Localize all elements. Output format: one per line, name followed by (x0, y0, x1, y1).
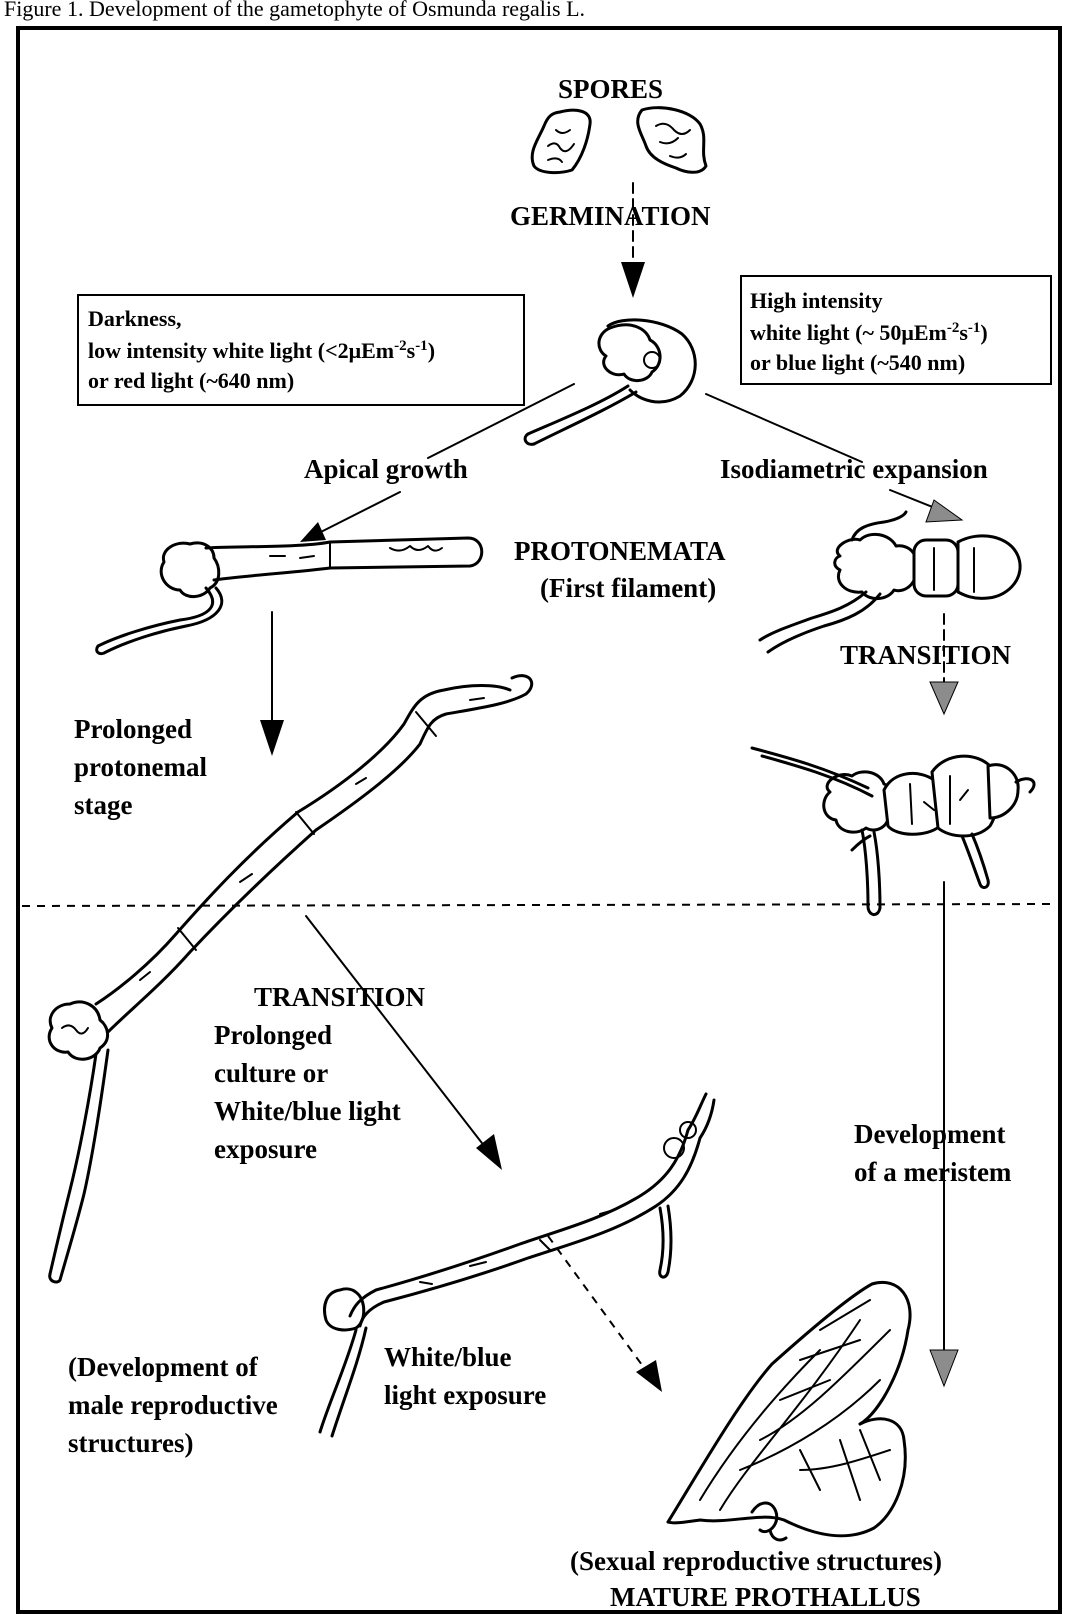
culture-label-2: culture or (214, 1058, 328, 1088)
prolonged-arrowhead (260, 720, 284, 756)
white-blue-arrowhead (636, 1360, 662, 1392)
light-conditions-box: High intensity white light (~ 50μEm-2s-1… (741, 276, 1051, 384)
dark-box-line3: or red light (~640 nm) (88, 368, 294, 393)
meristem-label-1: Development (854, 1119, 1005, 1149)
white-blue-label-1: White/blue (384, 1342, 512, 1372)
male-label-1: (Development of (68, 1352, 259, 1382)
mature-prothallus-icon (668, 1282, 910, 1539)
spore-right-icon (638, 108, 706, 173)
germination-label: GERMINATION (510, 201, 711, 231)
stage-separator-line (22, 904, 1056, 906)
dark-box-line2: low intensity white light (<2μEm-2s-1) (88, 338, 435, 363)
isodiametric-expansion-label: Isodiametric expansion (720, 454, 988, 484)
sexual-structures-label: (Sexual reproductive structures) (570, 1546, 942, 1576)
spore-left-icon (532, 110, 590, 172)
mature-prothallus-label: MATURE PROTHALLUS (610, 1582, 921, 1612)
prolonged-label-3: stage (74, 790, 132, 820)
protonemata-label: PROTONEMATA (514, 536, 726, 566)
prolonged-label-2: protonemal (74, 752, 207, 782)
apical-growth-label: Apical growth (304, 454, 468, 484)
culture-label-3: White/blue light (214, 1096, 401, 1126)
isodiametric-arrowhead (926, 500, 962, 522)
germination-arrowhead (621, 262, 645, 298)
meristem-label-2: of a meristem (854, 1157, 1012, 1187)
white-blue-label-2: light exposure (384, 1380, 546, 1410)
culture-label-1: Prolonged (214, 1020, 332, 1050)
dark-box-line1: Darkness, (88, 306, 182, 331)
culture-label-4: exposure (214, 1134, 317, 1164)
male-label-3: structures) (68, 1428, 193, 1458)
transition-right-label: TRANSITION (840, 640, 1012, 670)
white-blue-dashed-arrow (548, 1236, 650, 1376)
germinated-spore-icon (525, 320, 695, 444)
isodiametric-stage-icon (760, 512, 1020, 652)
light-box-line3: or blue light (~540 nm) (750, 350, 965, 375)
transition-right-arrowhead (930, 682, 958, 714)
transition-left-label: TRANSITION (254, 982, 426, 1012)
light-box-line1: High intensity (750, 288, 883, 313)
first-filament-label: (First filament) (540, 573, 716, 603)
meristem-arrowhead (930, 1350, 958, 1386)
male-label-2: male reproductive (68, 1390, 278, 1420)
dark-conditions-box: Darkness, low intensity white light (<2μ… (78, 295, 524, 405)
apical-growth-arrowhead (300, 522, 326, 542)
figure-caption: Figure 1. Development of the gametophyte… (4, 0, 585, 21)
branch-right-line (706, 394, 862, 462)
spores-label: SPORES (558, 74, 663, 104)
protonema-filament-icon (97, 538, 482, 654)
young-prothallus-icon (752, 748, 1034, 915)
prolonged-label-1: Prolonged (74, 714, 192, 744)
